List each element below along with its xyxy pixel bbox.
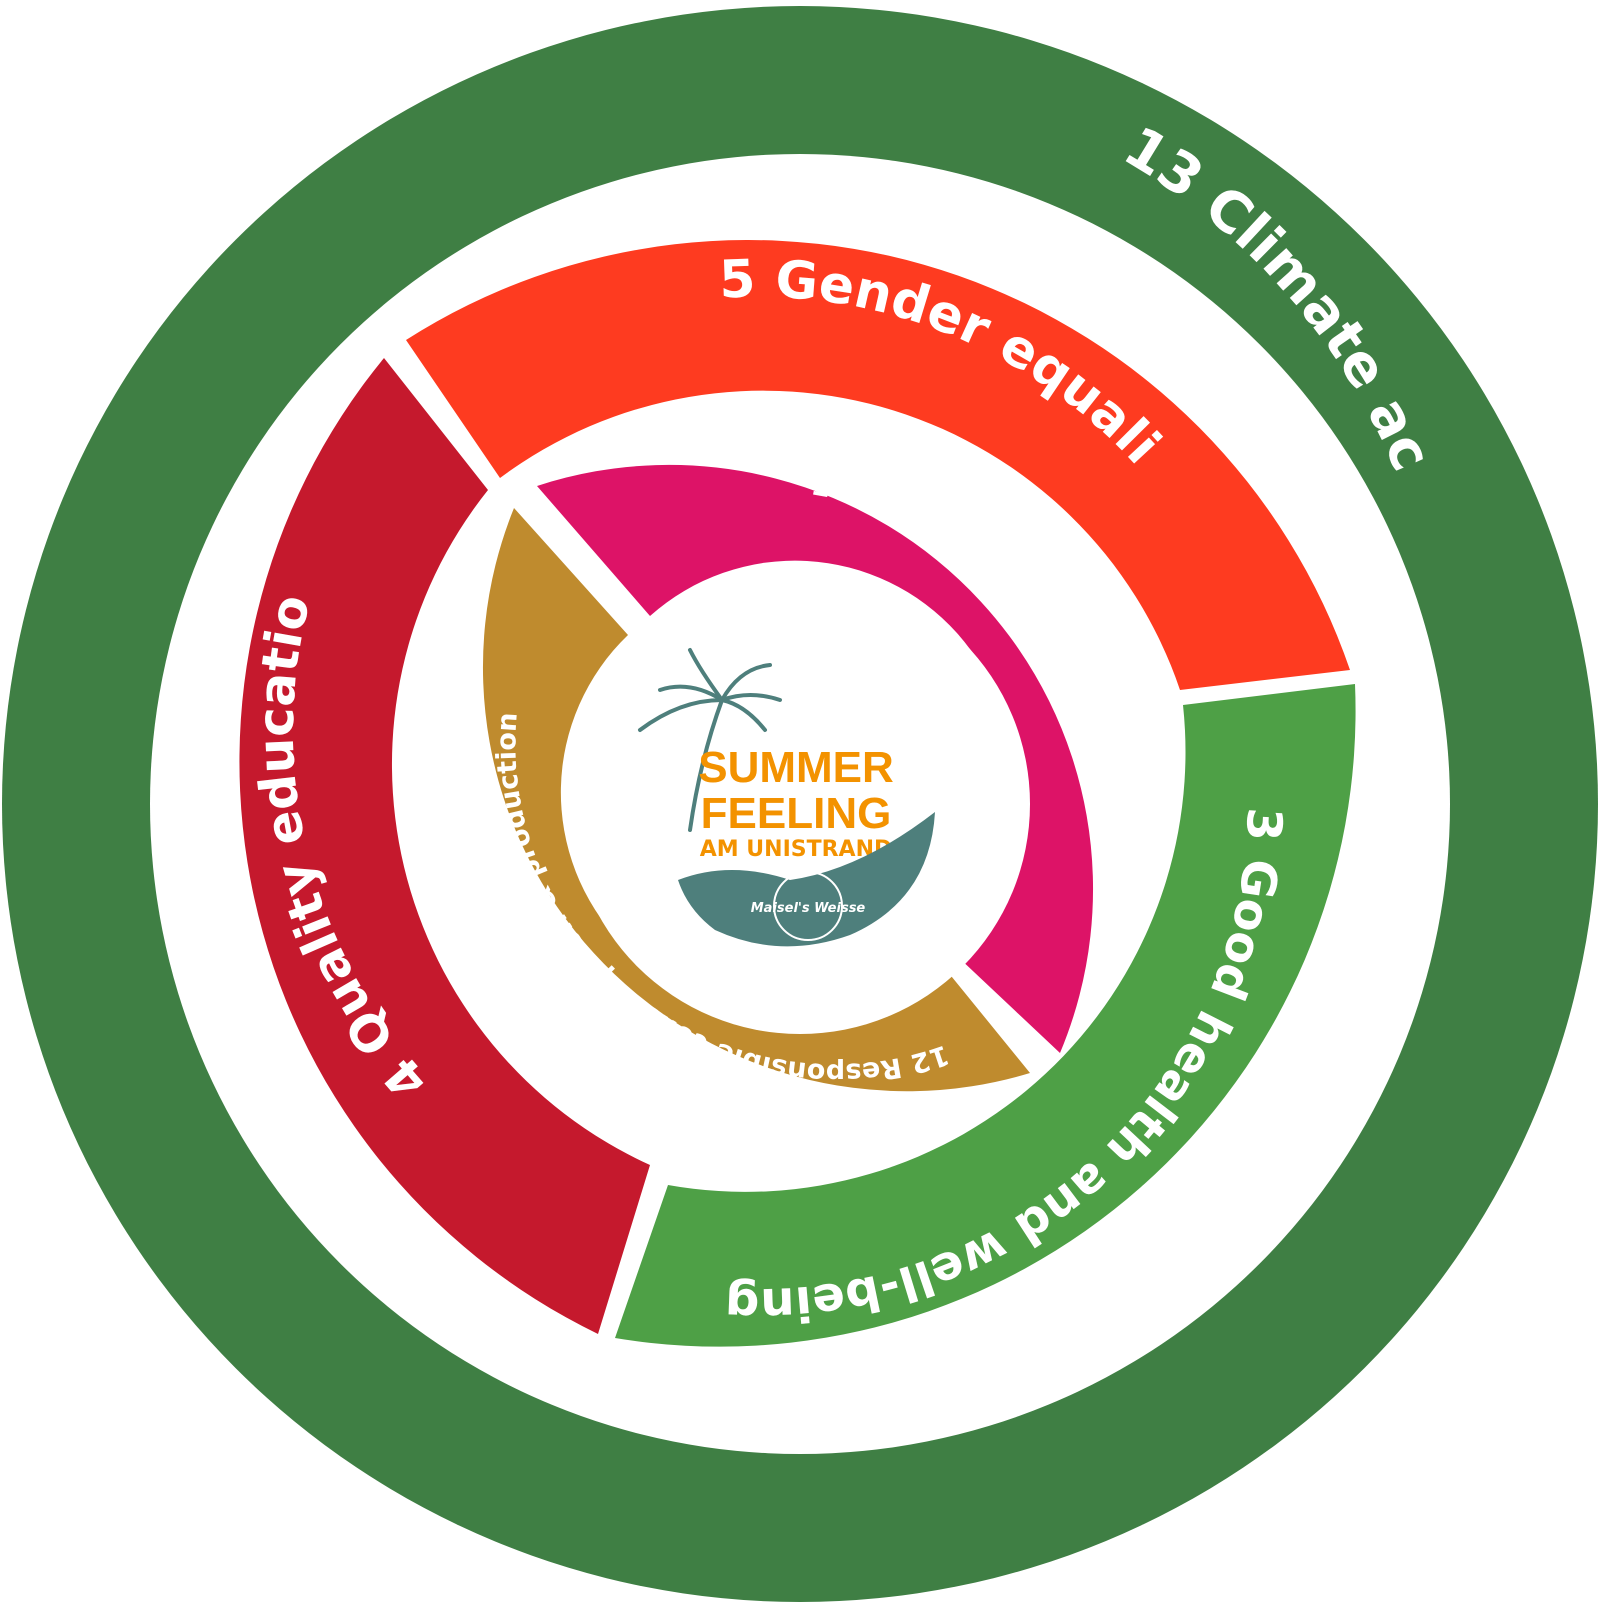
palm-tree-icon <box>638 648 782 832</box>
gender-equality-segment <box>406 240 1350 690</box>
good-health-segment <box>615 684 1356 1347</box>
reduced-inequalities-segment <box>537 464 1094 1053</box>
badge-text: Maisel's Weisse <box>751 901 866 916</box>
quality-education-segment <box>239 358 651 1334</box>
logo-wave-shape <box>678 812 935 947</box>
logo-feeling-text: FEELING <box>701 789 892 838</box>
center-disc <box>570 574 1030 1034</box>
maisels-weisse-badge-icon <box>773 871 843 941</box>
logo-summer-text: SUMMER <box>698 743 894 792</box>
summer-feeling-logo: SUMMER FEELING AM UNISTRAND Maisel's Wei… <box>638 648 935 947</box>
logo-unistrand-text: AM UNISTRAND <box>700 837 893 862</box>
